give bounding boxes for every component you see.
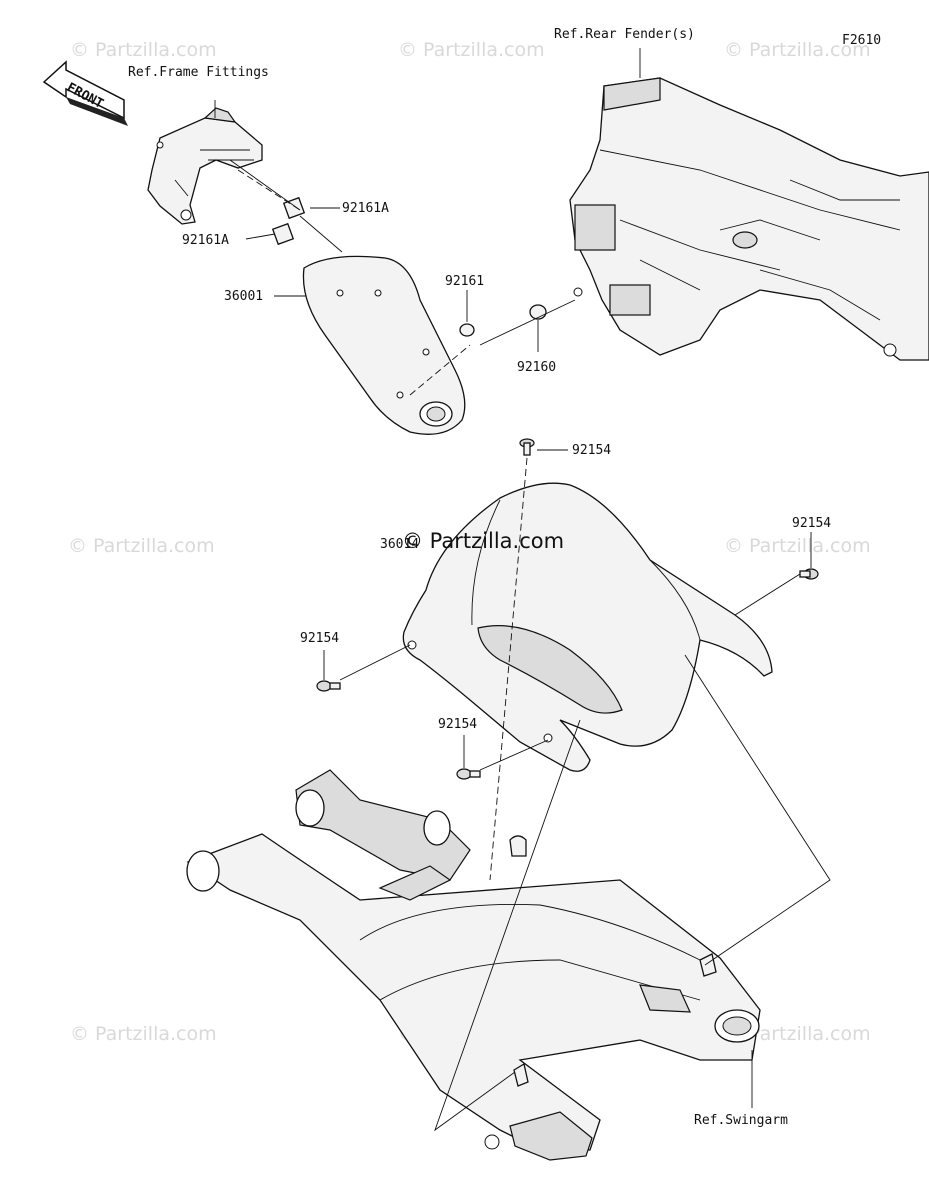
dashed-centerlines bbox=[237, 169, 528, 881]
leader-lines bbox=[214, 48, 831, 1132]
washer-92161 bbox=[459, 323, 475, 337]
watermark: © Partzilla.com bbox=[70, 1023, 217, 1045]
label-92154-mid: 92154 bbox=[438, 717, 477, 732]
label-ref-swingarm: Ref.Swingarm bbox=[694, 1113, 788, 1128]
watermark: © Partzilla.com bbox=[70, 39, 217, 61]
figure-code: F2610 bbox=[842, 33, 881, 48]
watermark: © Partzilla.com bbox=[68, 535, 215, 557]
clip-92161a-lower bbox=[271, 222, 295, 246]
label-92160: 92160 bbox=[517, 360, 556, 375]
watermark: © Partzilla.com bbox=[724, 39, 871, 61]
label-ref-rear-fender: Ref.Rear Fender(s) bbox=[554, 27, 695, 42]
grommet-92160 bbox=[529, 304, 547, 320]
label-92154-right: 92154 bbox=[792, 516, 831, 531]
watermark-center: © Partzilla.com bbox=[402, 529, 564, 553]
screw-92154-top bbox=[519, 438, 535, 456]
swingarm bbox=[186, 769, 761, 1161]
front-arrow-icon: FRONT bbox=[42, 60, 128, 126]
watermark: © Partzilla.com bbox=[398, 39, 545, 61]
side-cover-36001 bbox=[302, 255, 466, 435]
label-92161: 92161 bbox=[445, 274, 484, 289]
rear-fender-assembly bbox=[569, 77, 929, 361]
label-36014: 36014 bbox=[380, 537, 419, 552]
label-92161a-upper: 92161A bbox=[342, 201, 389, 216]
watermark: © Partzilla.com bbox=[724, 1023, 871, 1045]
screw-92154-left bbox=[316, 680, 341, 692]
label-92161a-lower: 92161A bbox=[182, 233, 229, 248]
label-92154-top: 92154 bbox=[572, 443, 611, 458]
label-ref-frame-fittings: Ref.Frame Fittings bbox=[128, 65, 269, 80]
label-92154-left: 92154 bbox=[300, 631, 339, 646]
frame-fitting-bracket bbox=[147, 107, 263, 225]
screw-92154-right bbox=[799, 568, 819, 580]
label-36001: 36001 bbox=[224, 289, 263, 304]
screw-92154-mid bbox=[456, 768, 481, 780]
watermark: © Partzilla.com bbox=[724, 535, 871, 557]
swingarm-cover-36014 bbox=[402, 482, 773, 772]
